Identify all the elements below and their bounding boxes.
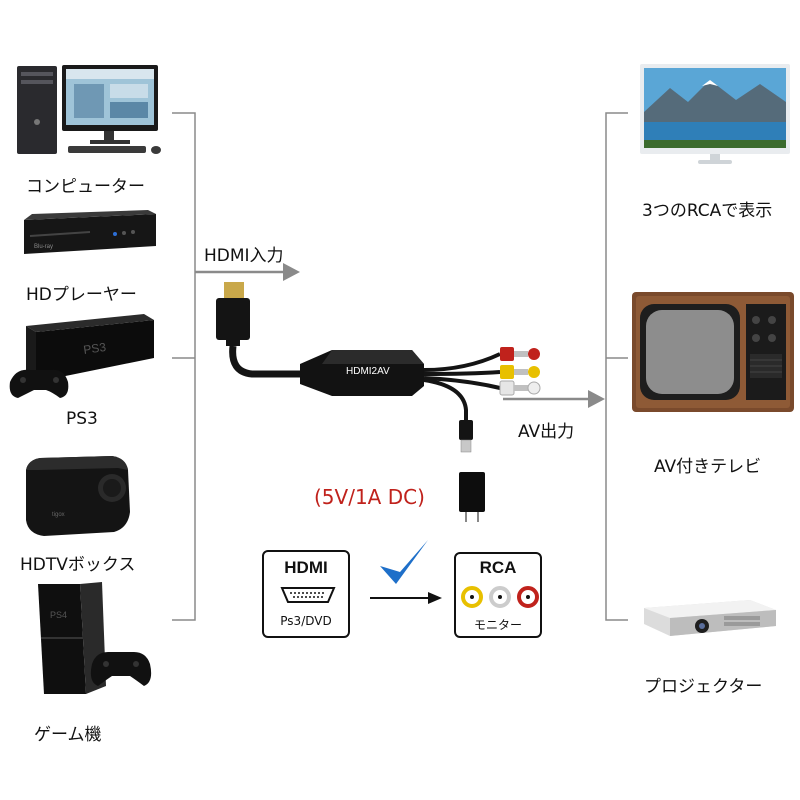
svg-text:PS3: PS3 — [82, 340, 107, 357]
source-ps4: PS4 — [30, 582, 154, 698]
output-label-av-tv: AV付きテレビ — [654, 457, 762, 477]
bluray-player-icon: Blu-ray — [24, 210, 156, 254]
rca-plug-red — [500, 347, 514, 361]
source-label-computer: コンピューター — [26, 177, 145, 197]
av-output-label: AV出力 — [518, 422, 575, 442]
rca-jacks-icon — [461, 586, 539, 608]
source-tv-box: tigox — [18, 452, 133, 538]
source-label-ps3: PS3 — [66, 409, 98, 429]
rca-legend-box: RCA モニター — [454, 552, 542, 638]
crt-tv-icon — [632, 292, 794, 412]
hdmi-legend-title: HDMI — [284, 558, 328, 577]
source-label-hd-player: HDプレーヤー — [26, 285, 137, 305]
checkmark-icon — [380, 540, 428, 584]
source-ps3: PS3 — [6, 312, 158, 406]
hdmi-legend-box: HDMI Ps3/DVD — [262, 550, 350, 638]
source-label-game-console: ゲーム機 — [34, 725, 102, 745]
source-bluray-player: Blu-ray — [20, 210, 160, 260]
source-computer — [12, 62, 172, 162]
output-label-rca-display: 3つのRCAで表示 — [642, 201, 773, 221]
hdmi-input-label: HDMI入力 — [204, 246, 284, 266]
computer-icon — [17, 65, 161, 154]
tv-box-icon: tigox — [26, 456, 130, 536]
ps3-console-icon: PS3 — [9, 314, 154, 398]
rca-legend-title: RCA — [479, 558, 517, 577]
output-monitor — [640, 62, 790, 166]
monitor-icon — [640, 64, 790, 164]
power-adapter-icon — [459, 472, 485, 512]
output-crt-tv — [632, 290, 796, 418]
rca-legend-subtitle: モニター — [473, 618, 522, 632]
svg-text:Blu-ray: Blu-ray — [34, 244, 53, 250]
svg-text:tigox: tigox — [52, 512, 65, 518]
adapter-label: HDMI2AV — [346, 366, 390, 377]
hdmi-legend-subtitle: Ps3/DVD — [280, 614, 332, 628]
svg-text:PS4: PS4 — [50, 610, 67, 620]
source-label-tv-box: HDTVボックス — [20, 555, 136, 575]
hdmi-port-icon — [280, 587, 336, 603]
output-projector — [640, 592, 780, 642]
power-spec-label: (5V/1A DC) — [314, 485, 425, 509]
output-label-projector: プロジェクター — [644, 677, 763, 697]
projector-icon — [644, 600, 776, 636]
rca-plug-yellow — [500, 365, 514, 379]
hdmi-plug-tip — [224, 282, 244, 300]
ps4-console-icon: PS4 — [38, 582, 152, 694]
